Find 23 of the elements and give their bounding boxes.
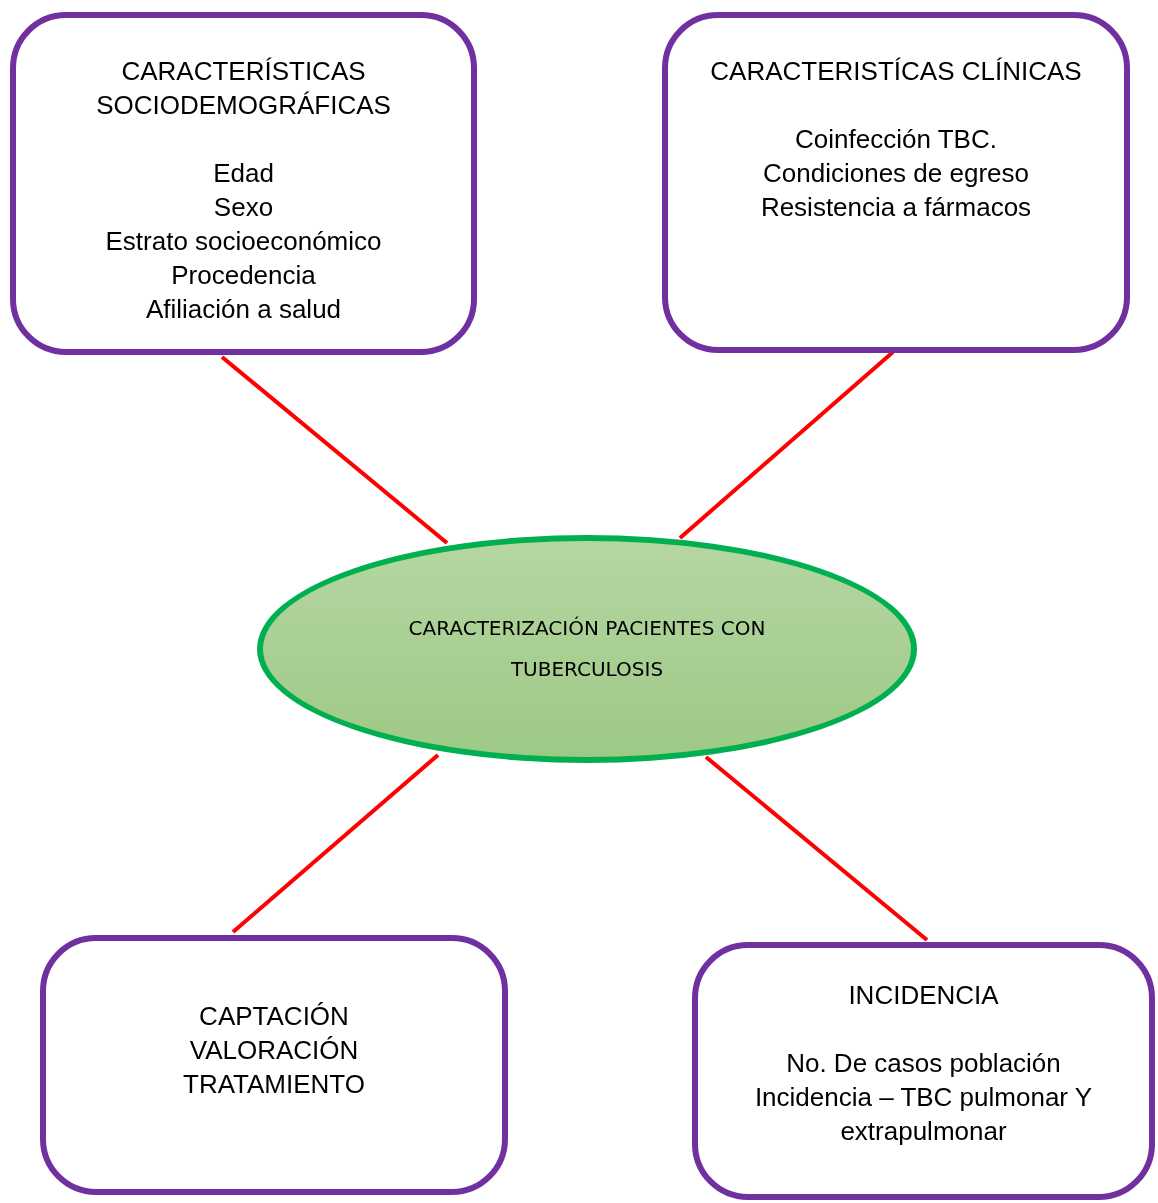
box-item: Edad	[213, 157, 274, 190]
connector-line	[220, 355, 449, 545]
box-item: Condiciones de egreso	[763, 157, 1029, 190]
box-heading: CARACTERISTÍCAS CLÍNICAS	[710, 55, 1082, 88]
box-item: Estrato socioeconómico	[105, 225, 382, 258]
box-item: TRATAMIENTO	[183, 1068, 365, 1101]
category-box	[10, 12, 477, 355]
box-item: CAPTACIÓN	[199, 1000, 349, 1033]
box-item: Resistencia a fármacos	[760, 191, 1032, 224]
category-box	[662, 12, 1130, 353]
topic-text: CARACTERIZACIÓN PACIENTES CON TUBERCULOSIS	[407, 615, 767, 683]
box-item: Coinfección TBC.	[795, 123, 997, 156]
box-item: Sexo	[213, 191, 274, 224]
box-item: Afiliación a salud	[145, 293, 342, 326]
category-box	[692, 942, 1155, 1200]
box-item: VALORACIÓN	[189, 1034, 359, 1067]
box-heading: CARACTERÍSTICAS SOCIODEMOGRÁFICAS	[95, 55, 392, 122]
category-box	[40, 935, 508, 1195]
box-item: Incidencia – TBC pulmonar Y extrapulmonar	[753, 1081, 1094, 1148]
box-item: Procedencia	[171, 259, 316, 292]
box-item: No. De casos población	[786, 1047, 1061, 1080]
box-heading: INCIDENCIA	[848, 979, 999, 1012]
connector-line	[231, 753, 440, 934]
